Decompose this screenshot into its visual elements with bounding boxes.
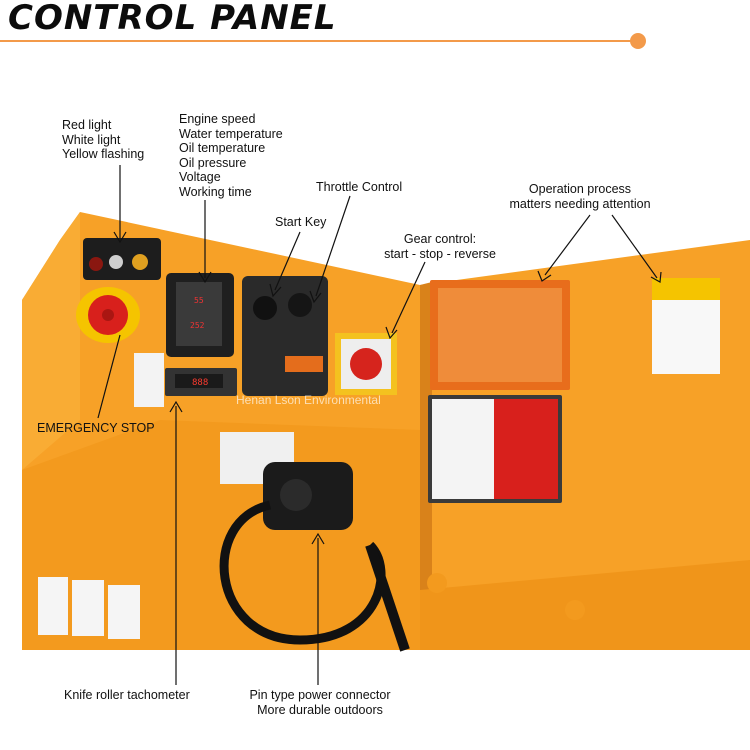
tachometer-label: Knife roller tachometer [64,688,190,702]
throttle-knob [288,293,312,317]
connector-label: Pin type power connector More durable ou… [249,688,391,717]
machine-right-edge [420,282,432,650]
start-key [253,296,277,320]
danger-sticker-3 [108,585,140,639]
danger-sticker-1 [38,577,68,635]
svg-text:888: 888 [192,378,208,388]
machine-bottom [420,560,750,650]
title-dot [630,33,646,49]
throttle-label: Throttle Control [316,180,403,194]
gear-label: Gear control: start - stop - reverse [384,232,496,261]
svg-text:252: 252 [190,321,205,330]
white-light [109,255,123,269]
bolt [565,600,585,620]
yellow-light [132,254,148,270]
operation-label: Operation process matters needing attent… [509,182,651,211]
display-label: Engine speed Water temperature Oil tempe… [179,112,283,199]
danger-sticker-2 [72,580,104,636]
red-light [89,257,103,271]
svg-text:55: 55 [194,296,204,305]
bolt [427,573,447,593]
emergency-stop-label: EMERGENCY STOP [37,421,155,435]
machine-side-left [22,212,80,470]
lights-label: Red light White light Yellow flashing [62,118,145,161]
caution-sticker-small [134,353,164,407]
page-title: CONTROL PANEL [8,0,337,38]
title-underline [0,40,640,42]
start-key-label: Start Key [275,215,327,229]
watermark: Henan Lson Environmental [236,393,381,407]
